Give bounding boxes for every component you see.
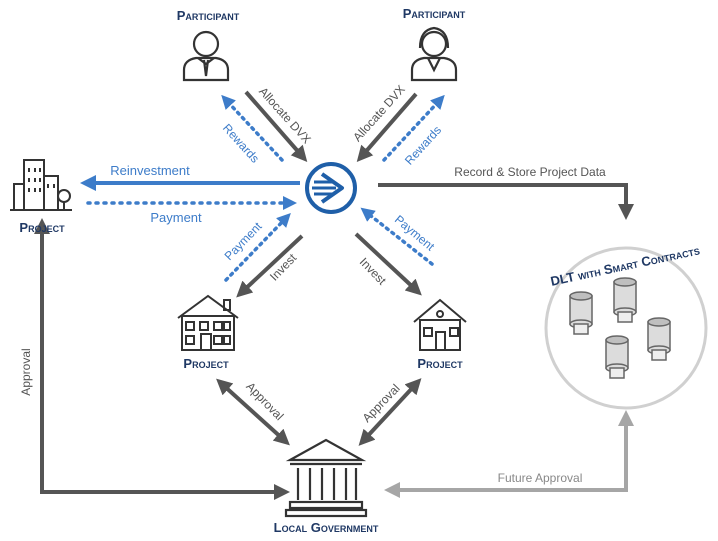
label-approval-center-left: Approval — [243, 379, 286, 423]
government-building-icon — [284, 438, 368, 518]
arrow-allocate-right — [356, 92, 418, 163]
project-center-left-title: Project — [183, 356, 229, 371]
city-icon — [10, 159, 72, 211]
man-icon — [182, 30, 230, 82]
arrow-rewards-right — [382, 94, 445, 162]
arrow-rewards-left — [221, 94, 284, 162]
project-center-right-title: Project — [417, 356, 463, 371]
arrow-record-store — [378, 183, 634, 220]
label-rewards-right: Rewards — [402, 123, 444, 168]
arrow-invest-left — [236, 234, 304, 298]
label-future-approval: Future Approval — [498, 471, 583, 485]
project-left-title: Project — [19, 220, 65, 235]
label-rewards-left: Rewards — [220, 121, 262, 166]
arrow-invest-right — [354, 232, 422, 296]
arrow-future-approval — [384, 424, 628, 498]
arrow-allocate-left — [244, 90, 308, 163]
dlt-circle — [544, 246, 708, 410]
arrow-approval-center-right — [358, 378, 422, 446]
label-record-store: Record & Store Project Data — [454, 165, 606, 179]
label-payment-center-right: Payment — [392, 212, 438, 254]
label-payment-center-left: Payment — [222, 219, 265, 263]
label-approval-left-vertical: Approval — [19, 348, 33, 395]
woman-icon — [410, 26, 458, 82]
label-reinvestment: Reinvestment — [110, 163, 190, 178]
arrow-approval-center-left — [216, 378, 290, 446]
house-icon — [177, 294, 239, 351]
participant-left-title: Participant — [177, 8, 240, 23]
arrow-approval-left-vertical — [34, 218, 272, 494]
label-payment-left: Payment — [150, 210, 202, 225]
arrow-payment-center-right — [360, 207, 434, 266]
logo-icon — [305, 162, 357, 214]
database-icon — [569, 277, 671, 379]
cottage-icon — [413, 298, 467, 351]
arrow-payment-center-left — [224, 212, 291, 282]
local-government-title: Local Government — [274, 520, 379, 535]
participant-right-title: Participant — [403, 6, 466, 21]
